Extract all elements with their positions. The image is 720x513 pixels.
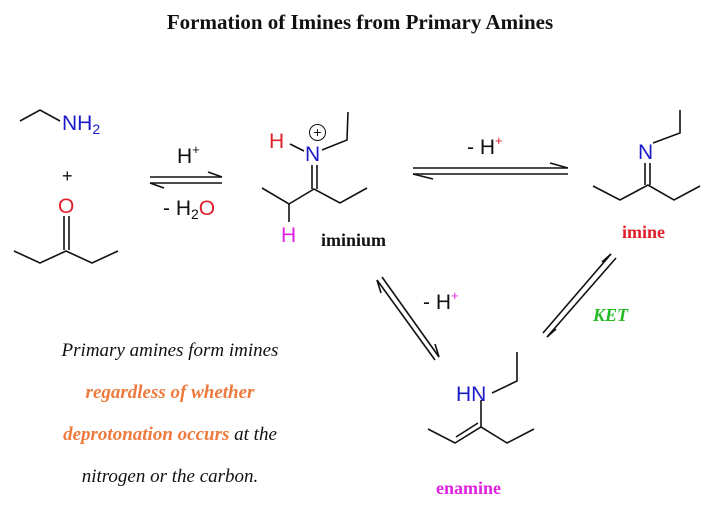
iminium-label: iminium <box>321 230 387 250</box>
amine-nh2-group: NH2 <box>62 112 101 137</box>
note-line-4: nitrogen or the carbon. <box>81 466 259 487</box>
water-loss-label: - H2O <box>163 197 216 222</box>
deprotonation-label-c: - H+ <box>423 288 459 314</box>
imine-label: imine <box>622 222 665 242</box>
iminium-n-hydrogen: H <box>269 130 285 153</box>
plus-sign: + <box>62 166 73 186</box>
positive-charge-icon: + <box>309 124 326 141</box>
iminium-alpha-hydrogen: H <box>281 224 297 247</box>
note-line-2: regardless of whether <box>85 382 255 403</box>
acid-catalyst-label: H+ <box>177 142 200 168</box>
imine-nitrogen: N <box>638 141 654 164</box>
ket-label: KET <box>593 305 629 325</box>
ketone-oxygen: O <box>58 195 75 218</box>
note-line-1: Primary amines form imines <box>61 340 279 361</box>
page-title: Formation of Imines from Primary Amines <box>166 10 554 34</box>
deprotonation-label-n: - H+ <box>467 133 503 159</box>
iminium-nitrogen: N <box>305 143 321 166</box>
enamine-label: enamine <box>436 478 501 498</box>
enamine-nh: HN <box>456 383 487 406</box>
note-line-3: deprotonation occurs at the <box>63 424 277 445</box>
